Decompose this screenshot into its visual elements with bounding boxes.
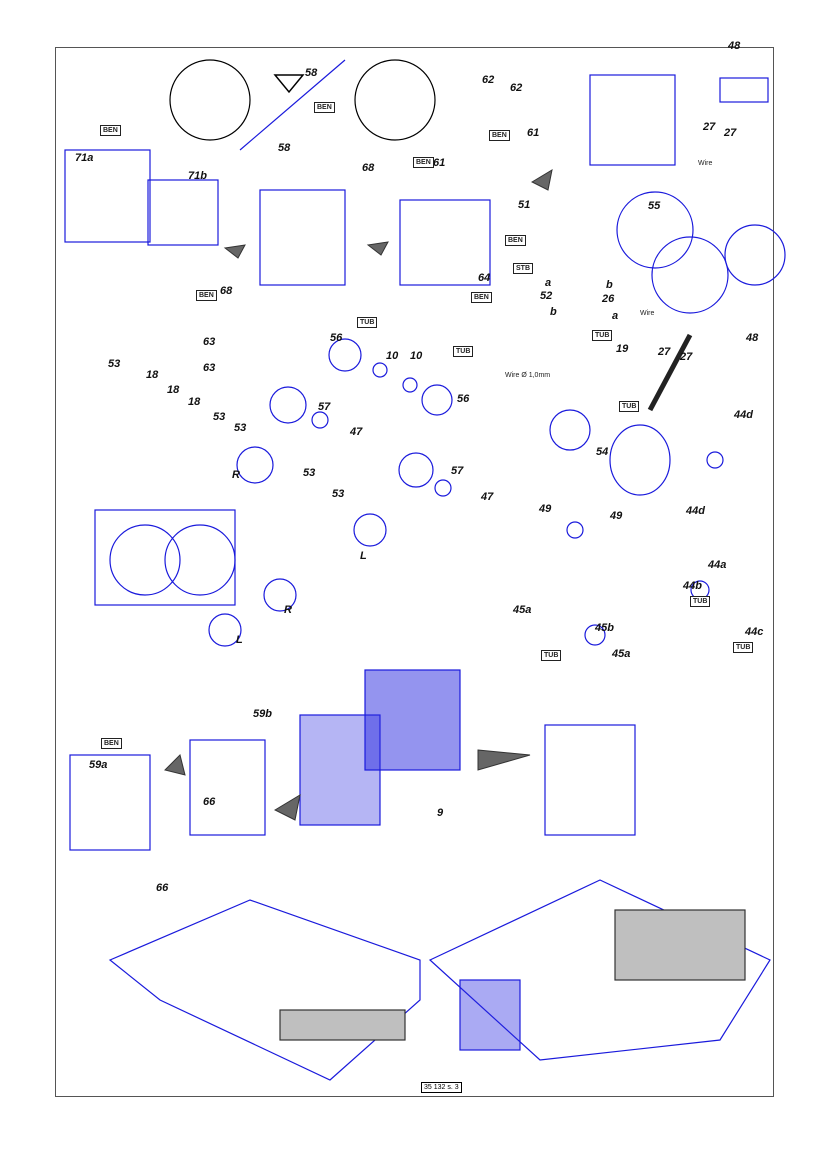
radiator-71b — [147, 179, 219, 246]
part-number-label: 48 — [746, 332, 759, 344]
part-number-label: 56 — [457, 393, 470, 405]
part-number-label: 53 — [332, 488, 345, 500]
material-tag: TUB — [690, 596, 711, 607]
part-number-label: 53 — [234, 422, 247, 434]
material-tag: BEN — [471, 292, 492, 303]
part-number-label: 61 — [433, 157, 446, 169]
part-number-label: 62 — [510, 82, 523, 94]
part-number-label: 10 — [410, 350, 423, 362]
part-number-label: 44b — [683, 580, 702, 592]
part-number-label: L — [360, 550, 367, 562]
part-number-label: 51 — [518, 199, 531, 211]
page-number: 35 132 s. 3 — [421, 1082, 462, 1093]
part-number-label: 26 — [602, 293, 615, 305]
part-number-label: 47 — [350, 426, 363, 438]
part-number-label: 9 — [437, 807, 444, 819]
part-number-label: 44d — [686, 505, 705, 517]
part-number-label: 44c — [745, 626, 764, 638]
part-number-label: R — [232, 469, 240, 481]
part-number-label: 53 — [213, 411, 226, 423]
radiator-assembly-3 — [589, 74, 676, 166]
part-number-label: 53 — [108, 358, 121, 370]
part-number-label: b — [606, 279, 613, 291]
part-number-label: 55 — [648, 200, 661, 212]
part-number-label: a — [545, 277, 552, 289]
part-number-label: 59a — [89, 759, 108, 771]
material-tag: BEN — [413, 157, 434, 168]
page-frame — [55, 47, 774, 1097]
part-number-label: 71a — [75, 152, 94, 164]
part-number-label: 27 — [680, 351, 693, 363]
radiator-71a — [64, 149, 151, 243]
material-tag: TUB — [619, 401, 640, 412]
material-tag: BEN — [196, 290, 217, 301]
material-tag: BEN — [100, 125, 121, 136]
part-number-label: 18 — [146, 369, 159, 381]
part-number-label: 10 — [386, 350, 399, 362]
part-number-label: 61 — [527, 127, 540, 139]
part-number-label: 66 — [203, 796, 216, 808]
part-number-label: 63 — [203, 336, 216, 348]
material-tag: BEN — [314, 102, 335, 113]
part-number-label: 44a — [708, 559, 727, 571]
part-number-label: 45a — [612, 648, 631, 660]
part-number-label: 59b — [253, 708, 272, 720]
part-number-label: 45a — [513, 604, 532, 616]
material-tag: TUB — [357, 317, 378, 328]
part-number-label: 57 — [451, 465, 464, 477]
part-number-label: 64 — [478, 272, 491, 284]
material-tag: TUB — [592, 330, 613, 341]
material-tag: TUB — [453, 346, 474, 357]
part-number-label: 62 — [482, 74, 495, 86]
part-number-label: 48 — [728, 40, 741, 52]
material-tag: TUB — [541, 650, 562, 661]
part-number-label: 68 — [220, 285, 233, 297]
wire-note: Wire Ø 1,0mm — [505, 372, 551, 379]
part-number-label: b — [550, 306, 557, 318]
part-number-label: R — [284, 604, 292, 616]
warning-triangle-icon — [273, 74, 305, 94]
part-number-label: 66 — [156, 882, 169, 894]
material-tag: BEN — [505, 235, 526, 246]
part-number-label: 63 — [203, 362, 216, 374]
part-number-label: 58 — [278, 142, 291, 154]
wire-note: Wire — [640, 310, 655, 317]
material-tag: STB — [513, 263, 533, 274]
part-number-label: 45b — [595, 622, 614, 634]
part-number-label: 49 — [539, 503, 552, 515]
part-number-label: 44d — [734, 409, 753, 421]
part-number-label: 68 — [362, 162, 375, 174]
part-number-label: 56 — [330, 332, 343, 344]
part-number-label: 27 — [658, 346, 671, 358]
material-tag: TUB — [733, 642, 754, 653]
part-number-label: 27 — [703, 121, 716, 133]
part-number-label: 54 — [596, 446, 609, 458]
radiator-assembly-2 — [399, 199, 491, 286]
part-number-label: L — [236, 634, 243, 646]
part-number-label: 27 — [724, 127, 737, 139]
material-tag: BEN — [101, 738, 122, 749]
part-number-label: 58 — [305, 67, 318, 79]
part-number-label: 71b — [188, 170, 207, 182]
material-tag: BEN — [489, 130, 510, 141]
part-number-label: a — [612, 310, 619, 322]
part-number-label: 49 — [610, 510, 623, 522]
radiator-assembly-1 — [259, 189, 346, 286]
part-number-label: 57 — [318, 401, 331, 413]
wire-note: Wire — [698, 160, 713, 167]
part-number-label: 18 — [167, 384, 180, 396]
part-number-label: 18 — [188, 396, 201, 408]
part-number-label: 53 — [303, 467, 316, 479]
part-number-label: 19 — [616, 343, 629, 355]
part-number-label: 52 — [540, 290, 553, 302]
part-number-label: 47 — [481, 491, 494, 503]
